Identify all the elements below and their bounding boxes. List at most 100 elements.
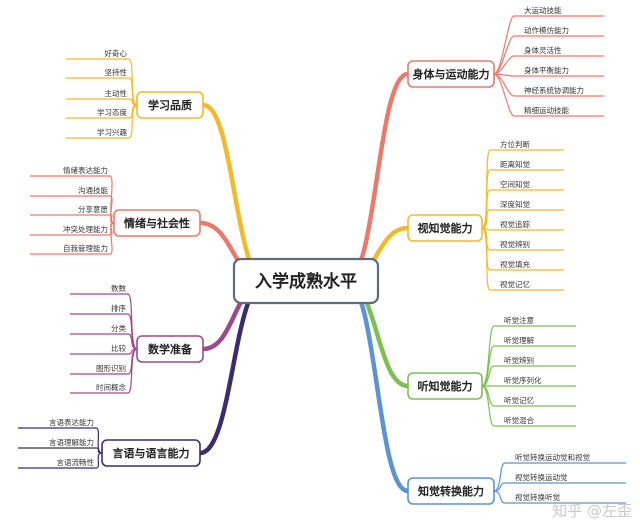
leaf-connector [481,209,564,229]
leaf-label: 空间知觉 [500,179,530,189]
leaf-label: 视觉辨别 [500,239,530,249]
leaf-label: 图形识别 [96,364,126,373]
leaf-connector [70,293,138,350]
leaf-label: 身体灵活性 [524,45,562,55]
leaf-label: 好奇心 [105,48,128,58]
branch-node-label: 学习品质 [148,98,192,112]
leaf-layer: 好奇心坚持性主动性学习态度学习兴趣情绪表达能力沟通技能分享意愿冲突处理能力自我管… [18,5,626,504]
branch-node-box [136,91,204,119]
leaf-label: 听觉序列化 [504,375,542,385]
leaf-label: 听觉转换运动觉和视觉 [515,452,590,462]
branch-node-label: 情绪与社会性 [124,216,190,230]
branch-node[interactable]: 视知觉能力 [407,214,483,242]
leaf-connector [18,447,103,454]
leaf-label: 时间概念 [96,382,126,392]
branch-node[interactable]: 情绪与社会性 [113,209,201,237]
leaf-label: 身体平衡能力 [524,65,569,75]
leaf-label: 精细运动技能 [524,105,569,115]
leaf-label: 坚持性 [105,67,128,77]
leaf-connector [481,189,564,229]
branch-connector [343,278,411,494]
branch-node[interactable]: 言语与语言能力 [101,439,201,467]
leaf-connector [70,348,138,394]
leaf-label: 听觉记忆 [504,395,534,405]
branch-node-label: 知觉转换能力 [417,484,484,498]
leaf-connector [30,222,115,255]
leaf-label: 听觉辨别 [504,355,534,365]
leaf-connector [481,227,564,291]
branch-node-box [407,372,483,400]
leaf-label: 听觉注意 [504,315,534,325]
watermark: 知乎 @左歪 [552,502,632,520]
central-node-box [232,257,380,305]
leaf-label: 距离知觉 [500,159,530,169]
leaf-label: 主动性 [105,88,128,98]
leaf-label: 言语理解能力 [49,437,94,447]
leaf-label: 动作模仿能力 [524,25,569,35]
branch-connector [343,71,411,284]
leaf-connector [481,365,576,387]
leaf-label: 视觉记忆 [500,279,530,289]
leaf-connector [481,385,576,427]
leaf-connector [66,77,138,106]
branch-node-box [407,214,483,242]
central-node-label: 入学成熟水平 [255,271,357,292]
leaf-connector [66,104,138,139]
leaf-connector [493,490,626,504]
branch-connector [197,278,269,456]
leaf-label: 大运动技能 [524,5,562,15]
central-node[interactable]: 入学成熟水平 [232,257,380,305]
leaf-connector [493,462,626,492]
leaf-label: 数数 [111,283,126,293]
leaf-label: 情绪表达能力 [63,165,108,175]
leaf-connector [481,345,576,387]
branch-node[interactable]: 听知觉能力 [407,372,483,400]
leaf-connector [30,214,115,224]
branch-node-box [113,209,201,237]
leaf-connector [70,313,138,350]
branch-node[interactable]: 身体与运动能力 [407,60,495,88]
branch-node-box [407,477,495,505]
leaf-label: 冲突处理能力 [63,224,108,234]
leaf-label: 视觉填充 [500,259,530,269]
leaf-label: 学习态度 [97,107,127,117]
leaf-connector [493,35,604,75]
leaf-label: 分享意愿 [78,204,108,214]
leaf-connector [70,333,138,350]
leaf-connector [18,452,103,469]
branch-node[interactable]: 数学准备 [136,335,204,363]
leaf-label: 方位判断 [500,139,530,149]
branch-node[interactable]: 学习品质 [136,91,204,119]
branch-node[interactable]: 知觉转换能力 [407,477,495,505]
leaf-label: 深度知觉 [500,199,530,209]
leaf-connector [66,98,138,106]
leaf-label: 视觉追踪 [500,219,530,229]
branch-node-box [407,60,495,88]
branch-node-label: 视知觉能力 [418,221,473,235]
branch-node-label: 身体与运动能力 [413,67,490,81]
leaf-connector [30,175,115,224]
branch-node-box [101,439,201,467]
leaf-label: 视觉转换运动觉 [515,472,568,482]
leaf-label: 分类 [111,323,126,333]
leaf-label: 言语表达能力 [49,417,94,427]
leaf-label: 听觉理解 [504,335,534,345]
branch-node-box [136,335,204,363]
leaf-label: 沟通技能 [78,185,108,195]
leaf-label: 听觉混合 [504,415,534,425]
leaf-label: 比较 [111,343,126,353]
leaf-connector [66,58,138,106]
leaf-label: 自我管理能力 [63,243,108,253]
leaf-label: 排序 [111,303,126,313]
leaf-connector [18,427,103,454]
leaf-connector [493,482,626,492]
leaf-connector [493,73,604,117]
leaf-label: 言语流畅性 [57,457,95,467]
leaf-connector [70,348,138,355]
leaf-label: 视觉转换听觉 [515,492,560,502]
leaf-label: 学习兴趣 [97,127,127,137]
branch-node-label: 言语与语言能力 [113,446,190,460]
